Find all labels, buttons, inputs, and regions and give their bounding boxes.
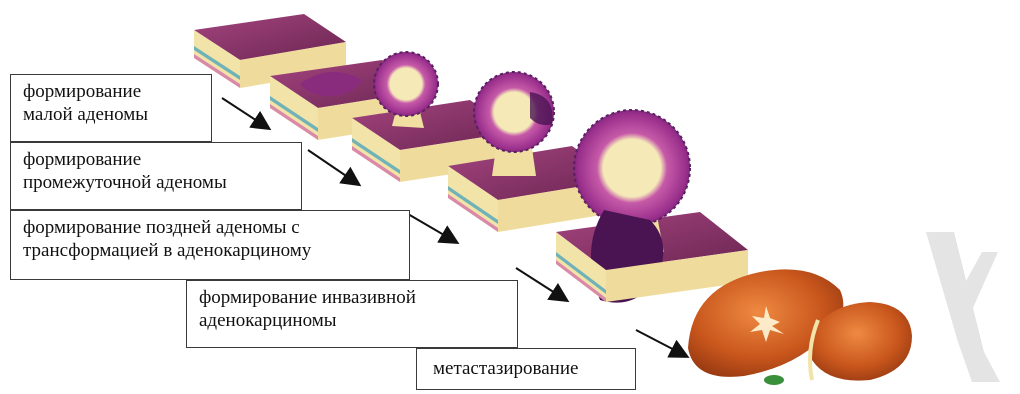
label-line: промежуточной аденомы	[23, 171, 293, 194]
arrow-1	[222, 98, 268, 128]
label-line: малой аденомы	[23, 103, 203, 126]
label-line: формирование поздней аденомы с	[23, 216, 401, 239]
label-invasive-adenocarcinoma: формирование инвазивной аденокарциномы	[186, 280, 518, 348]
label-line: трансформацией в аденокарциному	[23, 239, 401, 262]
arrow-2	[308, 150, 358, 184]
arrow-5	[636, 330, 686, 356]
label-line: формирование инвазивной	[199, 286, 509, 309]
label-line: метастазирование	[433, 357, 627, 380]
label-late-adenoma: формирование поздней аденомы с трансформ…	[10, 210, 410, 280]
liver-illustration	[688, 269, 912, 385]
label-metastasis: метастазирование	[416, 348, 636, 390]
label-intermediate-adenoma: формирование промежуточной аденомы	[10, 142, 302, 210]
label-line: формирование	[23, 148, 293, 171]
label-line: аденокарциномы	[199, 309, 509, 332]
watermark-logo	[920, 232, 1000, 382]
label-small-adenoma: формирование малой аденомы	[10, 74, 212, 142]
label-line: формирование	[23, 80, 203, 103]
arrow-4	[516, 268, 566, 300]
arrow-3	[408, 214, 456, 242]
